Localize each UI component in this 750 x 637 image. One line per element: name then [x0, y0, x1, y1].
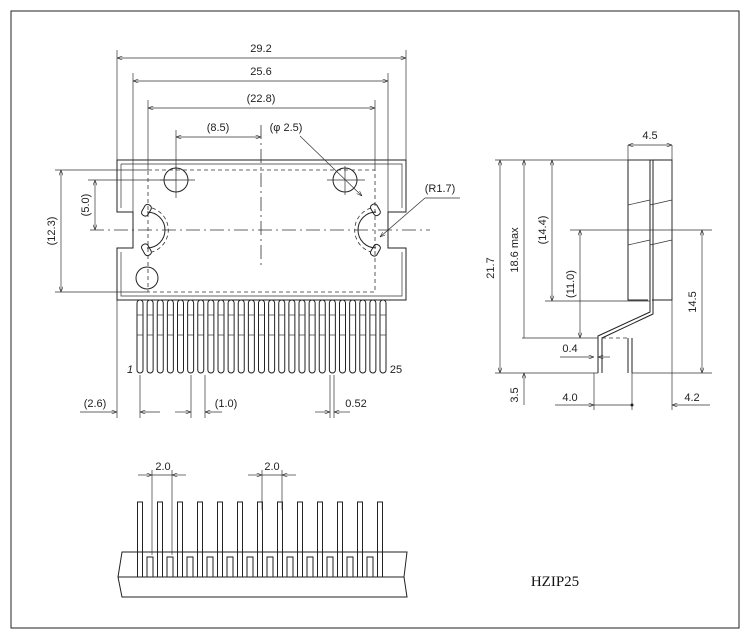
- drawing-frame: [10, 10, 740, 629]
- dim-pin-pitch: (1.0): [215, 398, 238, 410]
- bottom-pin: [297, 501, 303, 578]
- pin: [359, 299, 367, 374]
- dim-pitch-b: 2.0: [264, 461, 279, 473]
- bottom-pin: [357, 501, 363, 578]
- pin: [258, 299, 265, 374]
- pin: [328, 299, 336, 374]
- bottom-pin: [337, 501, 343, 578]
- pin: [227, 299, 235, 374]
- dim-hole-span: (22.8): [247, 93, 276, 105]
- top-view: 29.2 25.6 (22.8) (8.5) (φ 2.5) (R1.7) (1…: [46, 43, 460, 418]
- bottom-pin-slot: [206, 556, 214, 578]
- bottom-pin: [317, 501, 323, 578]
- bottom-pin: [217, 501, 223, 578]
- package-title: HZIP25: [531, 574, 579, 590]
- dim-thickness: 4.5: [642, 130, 657, 142]
- bottom-pin-row: [137, 501, 383, 578]
- bottom-pin-slot: [246, 556, 254, 578]
- pin: [339, 299, 346, 374]
- pin: [379, 299, 387, 374]
- bottom-pin: [177, 501, 183, 578]
- pin: [278, 299, 286, 374]
- pin: [369, 299, 377, 374]
- dim-lead-offset-b: 4.2: [684, 392, 699, 404]
- bottom-pin: [237, 501, 243, 578]
- pin: [288, 299, 296, 374]
- pin: [298, 299, 306, 374]
- dim-hole-vertical: (5.0): [80, 194, 92, 217]
- dim-lead-offset-a: 4.0: [562, 392, 577, 404]
- pin-row: [136, 299, 387, 374]
- dim-bend-height: (11.0): [565, 270, 577, 298]
- pin-1-label: 1: [127, 364, 133, 376]
- pin: [247, 299, 255, 374]
- pin: [237, 299, 245, 374]
- bottom-pin: [197, 501, 203, 578]
- bottom-pin-slot: [146, 556, 154, 578]
- pin: [197, 299, 205, 374]
- pin: [217, 299, 225, 374]
- bottom-pin: [377, 501, 383, 578]
- bottom-pin-slot: [266, 556, 274, 578]
- notch-arc-right: [357, 211, 377, 249]
- hidden-outline: [147, 169, 376, 293]
- pin: [308, 299, 316, 374]
- pin: [187, 299, 195, 374]
- side-view: 4.5 21.7 18.6 max 3.5 (14.4) (11.0) 14.5…: [485, 130, 712, 410]
- pin: [349, 299, 357, 374]
- index-mark: [135, 266, 159, 290]
- dim-pitch-a: 2.0: [155, 461, 170, 473]
- dim-height-max: 18.6 max: [509, 227, 521, 273]
- bottom-pin-slot: [186, 556, 194, 578]
- bottom-view: 2.0 2.0: [117, 461, 408, 598]
- dim-height: (12.3): [46, 217, 58, 246]
- bottom-pin-slot: [306, 556, 314, 578]
- dim-total-height: 21.7: [485, 257, 497, 278]
- bottom-pin-slot: [286, 556, 294, 578]
- pin-25-label: 25: [390, 364, 402, 376]
- pin: [268, 299, 276, 374]
- dim-lead-length: 3.5: [509, 387, 521, 402]
- dim-pin-width: 0.52: [345, 398, 366, 410]
- bottom-pin-slot: [366, 556, 374, 578]
- pin: [166, 299, 174, 374]
- dim-pin-margin: (2.6): [84, 398, 107, 410]
- bottom-pin-slot: [346, 556, 354, 578]
- pin: [136, 299, 144, 374]
- pin: [207, 299, 215, 374]
- dim-overall-width: 29.2: [250, 43, 271, 55]
- bottom-pin: [137, 501, 143, 578]
- bottom-pin: [257, 501, 263, 578]
- bottom-pin-slot: [166, 556, 174, 578]
- pin: [318, 299, 326, 374]
- bottom-pin-slot: [226, 556, 234, 578]
- dim-body-height: (14.4): [537, 216, 549, 245]
- dim-hole-to-tip: 14.5: [687, 291, 699, 312]
- pin: [146, 299, 154, 374]
- notch-arc-left: [146, 211, 166, 249]
- bottom-pin: [277, 501, 283, 578]
- dim-hole-offset: (8.5): [207, 122, 230, 134]
- dim-radius: (R1.7): [425, 183, 456, 195]
- pin: [156, 299, 164, 374]
- bottom-pin: [157, 501, 163, 578]
- dim-lead-thickness: 0.4: [562, 343, 577, 355]
- pin: [177, 299, 184, 374]
- dim-width-b: 25.6: [250, 66, 271, 78]
- bottom-pin-slot: [326, 556, 334, 578]
- dim-hole-dia: (φ 2.5): [270, 122, 303, 134]
